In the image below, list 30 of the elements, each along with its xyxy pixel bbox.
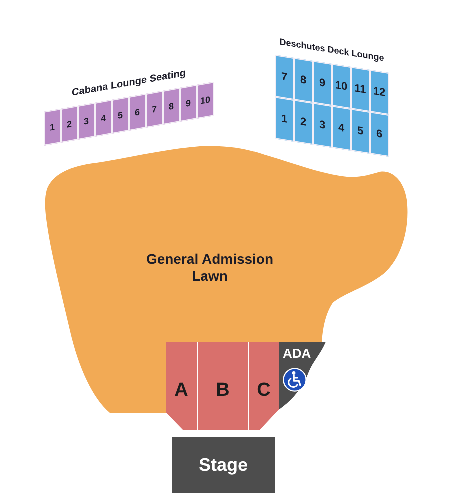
stage: Stage <box>172 437 275 493</box>
cabana-section: 5 <box>112 97 129 134</box>
deck-section: 7 <box>275 54 294 100</box>
deck-section: 4 <box>332 106 351 151</box>
cabana-section: 4 <box>95 100 112 137</box>
seating-section: B <box>198 342 248 430</box>
cabana-section: 9 <box>180 85 197 122</box>
section-label: ADA <box>283 347 312 361</box>
deck-section: 2 <box>294 100 313 145</box>
deck-section: 12 <box>370 70 389 115</box>
cabana-section: 3 <box>78 103 95 140</box>
seating-section: A <box>166 342 197 430</box>
cabana-section: 6 <box>129 94 146 131</box>
deck-section: 6 <box>370 112 389 157</box>
cabana-section: 10 <box>197 82 214 119</box>
ada-section <box>279 342 326 410</box>
deck-section: 3 <box>313 102 332 148</box>
lawn-area <box>45 145 410 414</box>
section-label: General Admission Lawn <box>145 251 275 285</box>
deck-section: 1 <box>275 96 294 142</box>
seating-section: C <box>249 342 279 430</box>
deck-section: 9 <box>313 60 332 106</box>
cabana-section: 2 <box>61 106 78 143</box>
cabana-section: 7 <box>146 91 163 128</box>
deck-section: 8 <box>294 58 313 103</box>
deck-section: 11 <box>351 66 370 112</box>
deck-section: 10 <box>332 64 351 109</box>
deck-section: 5 <box>351 108 370 154</box>
cabana-section: 1 <box>44 109 61 146</box>
cabana-section: 8 <box>163 88 180 125</box>
